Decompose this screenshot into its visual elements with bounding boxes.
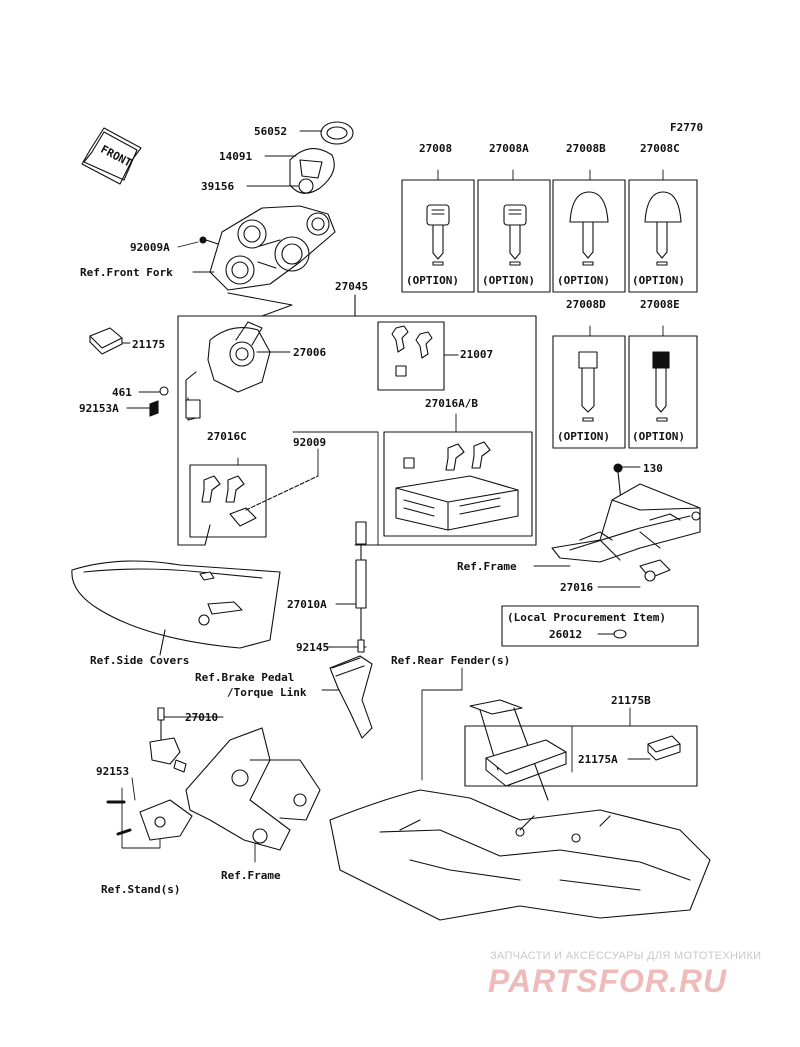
side-stand-switch-assembly (106, 707, 321, 851)
ignition-switch-assembly (185, 321, 271, 421)
label-92153A: 92153A (79, 402, 119, 415)
label-ref-frame-top: Ref.Frame (457, 560, 517, 573)
label-ref-stand: Ref.Stand(s) (101, 883, 181, 896)
front-direction-arrow: FRONT (81, 127, 142, 185)
watermark-logo: PARTSFOR.RU (488, 963, 728, 999)
label-92145: 92145 (296, 641, 330, 654)
option-label: (OPTION) (406, 274, 459, 287)
label-local-procurement: (Local Procurement Item) (507, 611, 666, 624)
label-27010: 27010 (185, 711, 219, 724)
label-39156: 39156 (201, 180, 235, 193)
key-option-boxes (401, 179, 698, 449)
top-plate-assembly (199, 121, 354, 291)
immobilizer-box-27016AB (383, 431, 533, 537)
label-torque-link: /Torque Link (227, 686, 307, 699)
label-27016C: 27016C (207, 430, 247, 443)
option-label: (OPTION) (557, 274, 610, 287)
side-cover (71, 560, 281, 656)
figure-code: F2770 (670, 121, 704, 134)
label-27008A: 27008A (489, 142, 529, 155)
label-27006: 27006 (293, 346, 327, 359)
label-27016: 27016 (560, 581, 594, 594)
label-21175B: 21175B (611, 694, 651, 707)
label-ref-brake-pedal: Ref.Brake Pedal (195, 671, 295, 684)
label-27008: 27008 (419, 142, 453, 155)
label-27008B: 27008B (566, 142, 606, 155)
frame-upper-assembly (551, 463, 701, 582)
option-label: (OPTION) (632, 430, 685, 443)
label-21007: 21007 (460, 348, 494, 361)
label-21175: 21175 (132, 338, 166, 351)
label-14091: 14091 (219, 150, 253, 163)
label-27010A: 27010A (287, 598, 327, 611)
label-461: 461 (112, 386, 132, 399)
option-label: (OPTION) (482, 274, 535, 287)
label-ref-rear-fender: Ref.Rear Fender(s) (391, 654, 511, 667)
label-26012: 26012 (549, 628, 583, 641)
label-ref-front-fork: Ref.Front Fork (80, 266, 173, 279)
label-ref-frame-bottom: Ref.Frame (221, 869, 281, 882)
keys-box-27016C (189, 464, 319, 538)
label-ref-side-covers: Ref.Side Covers (90, 654, 190, 667)
label-27016AB: 27016A/B (425, 397, 478, 410)
label-27008C: 27008C (640, 142, 680, 155)
key-tag-21175 (89, 327, 123, 355)
label-27045: 27045 (335, 280, 369, 293)
label-92153: 92153 (96, 765, 130, 778)
local-procurement-box (501, 605, 699, 647)
brake-switch-assembly (329, 521, 373, 739)
rear-fender-assembly (329, 699, 711, 921)
option-label: (OPTION) (557, 430, 610, 443)
label-21175A: 21175A (578, 753, 618, 766)
watermark-caption: ЗАПЧАСТИ И АКСЕССУАРЫ ДЛЯ МОТОТЕХНИКИ (490, 950, 762, 962)
option-label: (OPTION) (632, 274, 685, 287)
small-fasteners (149, 386, 169, 417)
label-92009A: 92009A (130, 241, 170, 254)
label-27008D: 27008D (566, 298, 606, 311)
keys-box-21007 (377, 321, 459, 391)
label-56052: 56052 (254, 125, 288, 138)
label-92009: 92009 (293, 436, 327, 449)
kit-27045-outline (177, 292, 537, 546)
label-27008E: 27008E (640, 298, 680, 311)
label-130: 130 (643, 462, 663, 475)
